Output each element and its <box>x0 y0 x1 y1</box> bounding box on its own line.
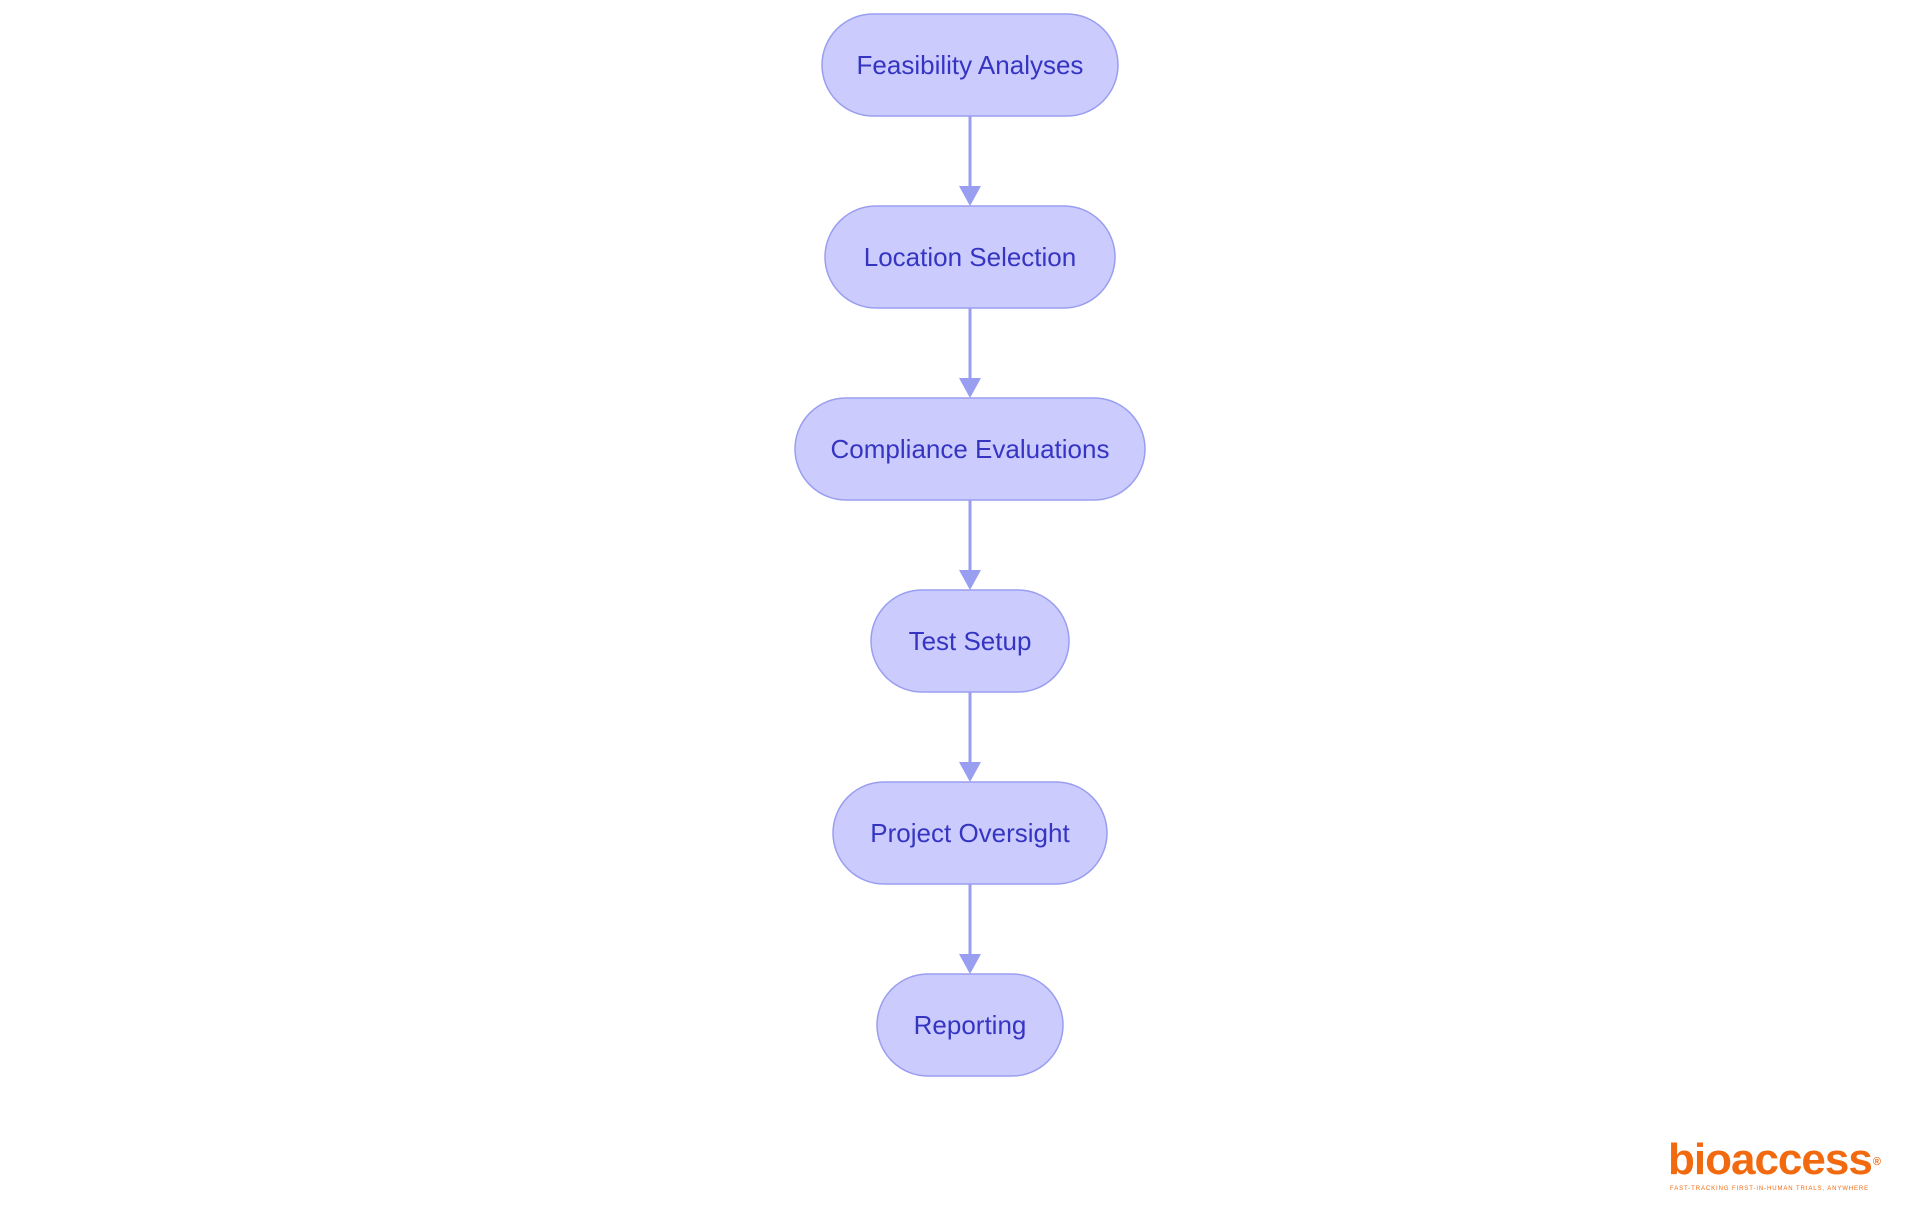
edge-feasibility-to-location <box>959 116 981 206</box>
arrow-head <box>959 186 981 206</box>
node-box <box>821 13 1119 117</box>
bioaccess-logo: bioaccess® FAST-TRACKING FIRST-IN-HUMAN … <box>1668 1138 1888 1196</box>
edge-compliance-to-test-setup <box>959 500 981 590</box>
arrow-head <box>959 378 981 398</box>
node-compliance: Compliance Evaluations <box>794 397 1146 501</box>
node-test-setup: Test Setup <box>870 589 1070 693</box>
logo-wordmark: bioaccess® <box>1668 1138 1888 1182</box>
logo-wordmark-text: bioaccess <box>1668 1135 1873 1184</box>
node-box <box>870 589 1070 693</box>
node-label: Reporting <box>914 1010 1027 1040</box>
edge-test-setup-to-oversight <box>959 692 981 782</box>
node-label: Location Selection <box>864 242 1076 272</box>
arrow-head <box>959 954 981 974</box>
flowchart-edges <box>959 116 981 974</box>
node-label: Test Setup <box>909 626 1032 656</box>
edge-oversight-to-reporting <box>959 884 981 974</box>
registered-mark: ® <box>1872 1156 1881 1168</box>
node-label: Compliance Evaluations <box>831 434 1110 464</box>
logo-tagline: FAST-TRACKING FIRST-IN-HUMAN TRIALS, ANY… <box>1670 1186 1870 1192</box>
arrow-head <box>959 762 981 782</box>
node-box <box>832 781 1108 885</box>
arrow-head <box>959 570 981 590</box>
node-label: Feasibility Analyses <box>857 50 1084 80</box>
node-box <box>794 397 1146 501</box>
node-box <box>824 205 1116 309</box>
node-oversight: Project Oversight <box>832 781 1108 885</box>
node-location: Location Selection <box>824 205 1116 309</box>
node-reporting: Reporting <box>876 973 1064 1077</box>
node-feasibility: Feasibility Analyses <box>821 13 1119 117</box>
node-label: Project Oversight <box>870 818 1070 848</box>
edge-location-to-compliance <box>959 308 981 398</box>
node-box <box>876 973 1064 1077</box>
